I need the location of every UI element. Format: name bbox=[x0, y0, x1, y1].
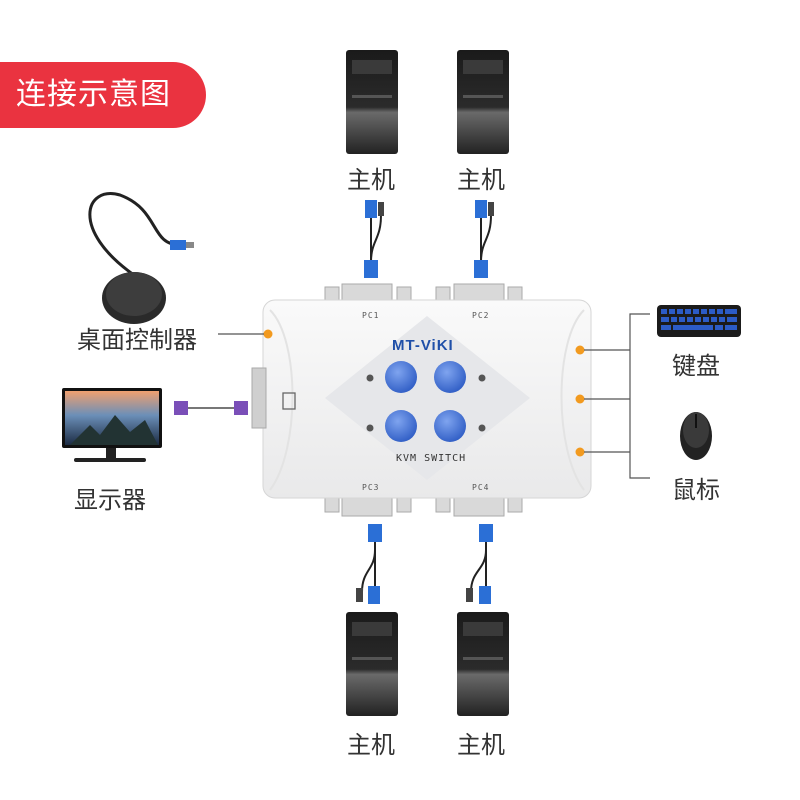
vga-ports-bottom bbox=[324, 497, 523, 517]
pc-tower-bottom-left bbox=[346, 612, 398, 716]
pc3-select-button[interactable] bbox=[385, 410, 417, 442]
port-label-pc1: PC1 bbox=[362, 311, 380, 320]
pc1-select-button[interactable] bbox=[385, 361, 417, 393]
port-label-pc4: PC4 bbox=[472, 483, 490, 492]
cable-bottom-left bbox=[356, 524, 382, 604]
monitor-cable bbox=[174, 401, 248, 415]
pc-tower-bottom-right bbox=[457, 612, 509, 716]
device-model: KVM SWITCH bbox=[396, 453, 467, 464]
label-host-bottom-right: 主机 bbox=[457, 731, 505, 759]
port-label-pc2: PC2 bbox=[472, 311, 490, 320]
mouse-icon bbox=[680, 412, 712, 460]
pc4-select-button[interactable] bbox=[434, 410, 466, 442]
cable-top-left bbox=[364, 200, 384, 278]
page-title: 连接示意图 bbox=[0, 62, 206, 128]
kvm-switch bbox=[251, 299, 592, 499]
connector-dots bbox=[263, 329, 585, 457]
monitor-icon bbox=[62, 388, 162, 462]
port-label-pc3: PC3 bbox=[362, 483, 380, 492]
pc2-select-button[interactable] bbox=[434, 361, 466, 393]
label-desktop-controller: 桌面控制器 bbox=[77, 326, 197, 354]
desktop-controller-icon bbox=[88, 192, 194, 324]
cable-bottom-right bbox=[466, 524, 493, 604]
device-brand: MT-ViKI bbox=[392, 337, 454, 354]
label-host-bottom-left: 主机 bbox=[347, 731, 395, 759]
label-host-top-left: 主机 bbox=[347, 166, 395, 194]
cable-top-right bbox=[474, 200, 494, 278]
leader-lines bbox=[218, 313, 650, 479]
label-monitor: 显示器 bbox=[74, 486, 146, 514]
pc-tower-top-right bbox=[457, 50, 509, 154]
pc-tower-top-left bbox=[346, 50, 398, 154]
label-keyboard: 键盘 bbox=[672, 352, 720, 380]
keyboard-icon bbox=[657, 305, 741, 337]
label-mouse: 鼠标 bbox=[672, 476, 720, 504]
label-host-top-right: 主机 bbox=[457, 166, 505, 194]
vga-ports-top bbox=[324, 283, 523, 303]
screws bbox=[366, 374, 486, 432]
